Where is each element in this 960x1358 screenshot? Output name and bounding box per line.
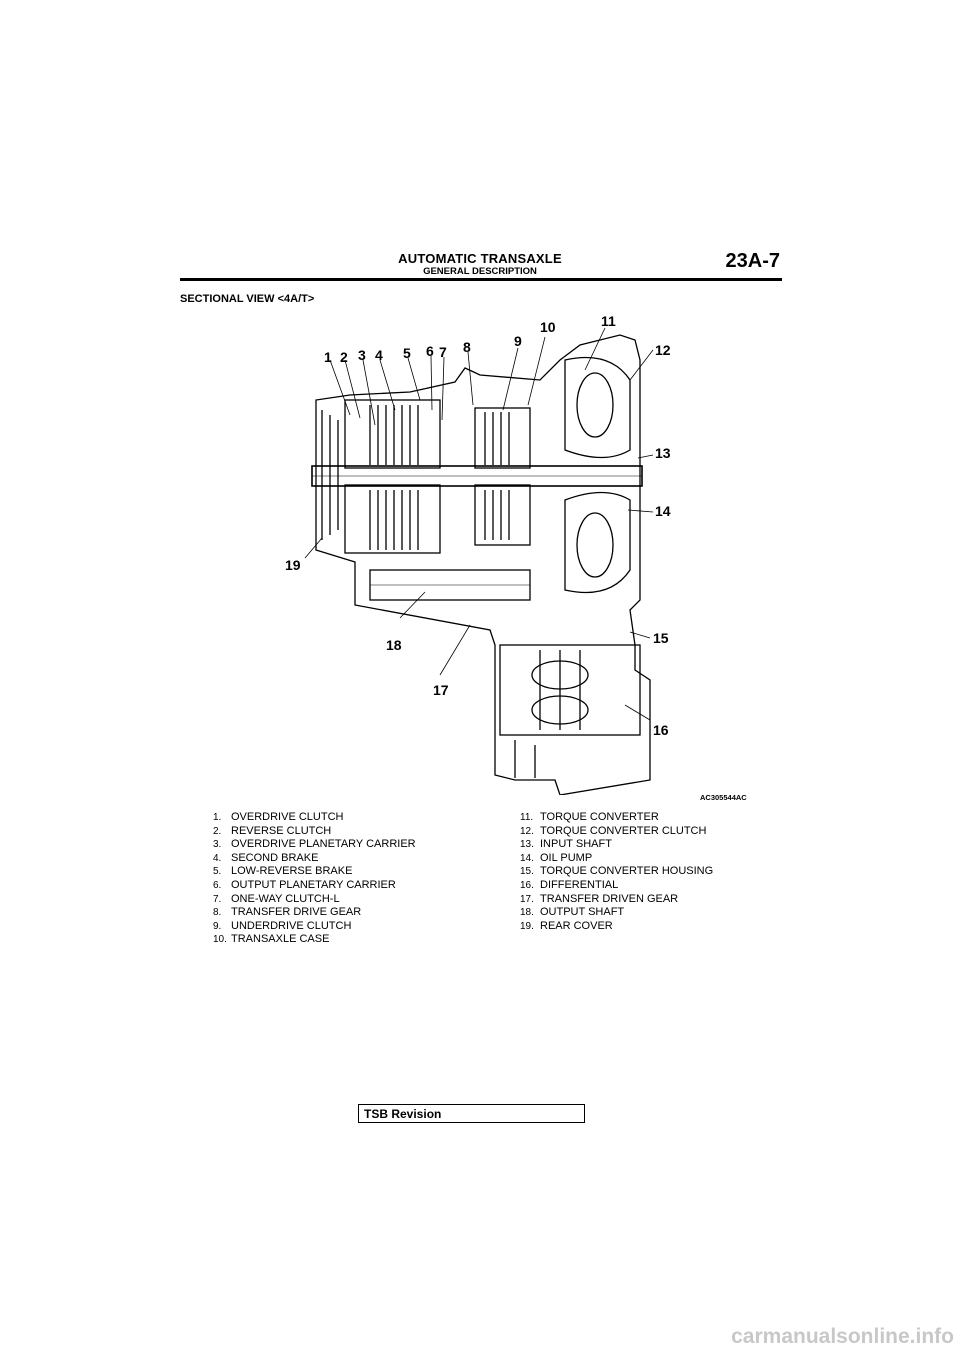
- section-title: SECTIONAL VIEW <4A/T>: [180, 293, 315, 305]
- list-item: 1.OVERDRIVE CLUTCH: [213, 811, 344, 823]
- list-item: 10.TRANSAXLE CASE: [213, 933, 330, 946]
- callout-19: 19: [285, 557, 301, 573]
- transaxle-sectional-diagram: 1 2 3 4 5 6 7 8 9 10 11 12 13 14 15 16 1…: [285, 313, 671, 795]
- callout-10: 10: [540, 319, 556, 335]
- list-item: 3.OVERDRIVE PLANETARY CARRIER: [213, 838, 416, 851]
- callout-14: 14: [655, 503, 671, 519]
- callout-4: 4: [375, 347, 383, 363]
- callout-11: 11: [601, 313, 616, 329]
- list-item: 5.LOW-REVERSE BRAKE: [213, 865, 353, 878]
- callout-7: 7: [439, 344, 447, 360]
- callout-12: 12: [655, 342, 671, 358]
- list-item: 9.UNDERDRIVE CLUTCH: [213, 919, 352, 932]
- list-item: 16.DIFFERENTIAL: [520, 878, 619, 891]
- list-item: 19.REAR COVER: [520, 919, 613, 932]
- header-subtitle: GENERAL DESCRIPTION: [423, 266, 537, 277]
- list-item: 6.OUTPUT PLANETARY CARRIER: [213, 878, 396, 891]
- callout-2: 2: [340, 349, 348, 365]
- watermark: carmanualsonline.info: [731, 1325, 954, 1348]
- parts-list-right: 11.TORQUE CONVERTER 12.TORQUE CONVERTER …: [520, 811, 713, 933]
- header-title: AUTOMATIC TRANSAXLE: [398, 251, 562, 266]
- list-item: 18.OUTPUT SHAFT: [520, 906, 625, 919]
- callout-16: 16: [653, 722, 669, 738]
- list-item: 11.TORQUE CONVERTER: [520, 811, 659, 823]
- header-rule: [180, 278, 782, 281]
- callout-15: 15: [653, 630, 669, 646]
- callout-18: 18: [386, 637, 402, 653]
- tsb-revision-box: TSB Revision: [358, 1104, 585, 1123]
- list-item: 12.TORQUE CONVERTER CLUTCH: [520, 824, 707, 837]
- figure-code: AC305544AC: [700, 793, 747, 802]
- list-item: 7.ONE-WAY CLUTCH-L: [213, 892, 340, 905]
- list-item: 4.SECOND BRAKE: [213, 851, 319, 864]
- list-item: 15.TORQUE CONVERTER HOUSING: [520, 865, 714, 878]
- list-item: 2.REVERSE CLUTCH: [213, 824, 332, 837]
- callout-13: 13: [655, 445, 671, 461]
- callout-6: 6: [426, 343, 434, 359]
- callout-8: 8: [463, 339, 471, 355]
- callout-1: 1: [324, 349, 332, 365]
- list-item: 8.TRANSFER DRIVE GEAR: [213, 906, 362, 919]
- callout-9: 9: [514, 333, 522, 349]
- list-item: 14.OIL PUMP: [520, 851, 593, 864]
- callout-3: 3: [358, 347, 366, 363]
- page-number: 23A-7: [725, 250, 780, 272]
- callout-17: 17: [433, 682, 449, 698]
- parts-list-left: 1.OVERDRIVE CLUTCH 2.REVERSE CLUTCH 3.OV…: [213, 811, 416, 947]
- list-item: 13.INPUT SHAFT: [520, 838, 612, 851]
- callout-5: 5: [403, 345, 411, 361]
- list-item: 17.TRANSFER DRIVEN GEAR: [520, 892, 679, 905]
